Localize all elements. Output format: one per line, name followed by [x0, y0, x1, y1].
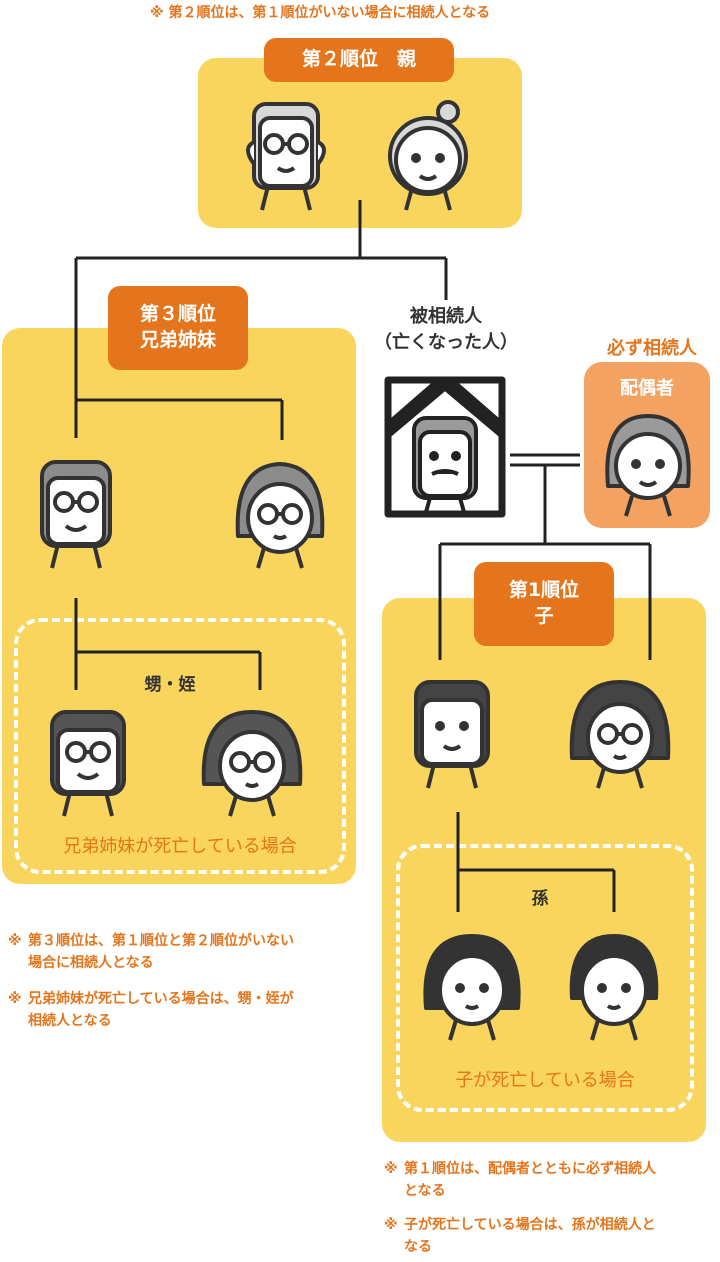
nephew-icon — [50, 710, 126, 817]
nephew-niece-dashed-area — [14, 618, 346, 874]
children-note-1: ※第１順位は、配偶者とともに必ず相続人 となる — [384, 1161, 656, 1199]
parents-rank-label: 第２順位 親 — [264, 38, 454, 82]
niece-icon — [201, 710, 303, 817]
grandchild-boy-icon — [569, 934, 659, 1041]
spouse-label: 配偶者 — [620, 378, 674, 399]
son-icon — [414, 680, 490, 789]
brother-icon — [40, 460, 112, 569]
grandchild-girl-icon — [423, 934, 521, 1041]
children-rank-label: 第1順位 子 — [474, 562, 614, 646]
children-note-2: ※子が死亡している場合は、孫が相続人と なる — [384, 1217, 656, 1255]
daughter-icon — [569, 680, 671, 789]
siblings-deceased-case: 兄弟姉妹が死亡している場合 — [63, 836, 297, 857]
grandfather-icon — [246, 102, 326, 211]
spouse-heading: 必ず相続人 — [607, 338, 697, 359]
grandchild-label: 孫 — [531, 889, 549, 909]
top-note: ※ 第２順位は、第１順位がいない場合に相続人となる — [150, 5, 491, 21]
siblings-rank-label: 第３順位 兄弟姉妹 — [108, 286, 248, 370]
grandmother-icon — [388, 100, 468, 211]
siblings-note-1: ※第３順位は、第１順位と第２順位がいない 場合に相続人となる — [8, 933, 294, 971]
sister-icon — [235, 462, 325, 569]
children-deceased-case: 子が死亡している場合 — [455, 1070, 635, 1091]
siblings-note-2: ※兄弟姉妹が死亡している場合は、甥・姪が 相続人となる — [8, 991, 294, 1029]
deceased-portrait-icon — [384, 376, 506, 518]
deceased-label: 被相続人 （亡くなった人） — [374, 306, 518, 353]
spouse-icon — [605, 414, 691, 517]
nephew-niece-label: 甥・姪 — [144, 675, 196, 695]
grandchild-dashed-area — [396, 844, 694, 1112]
